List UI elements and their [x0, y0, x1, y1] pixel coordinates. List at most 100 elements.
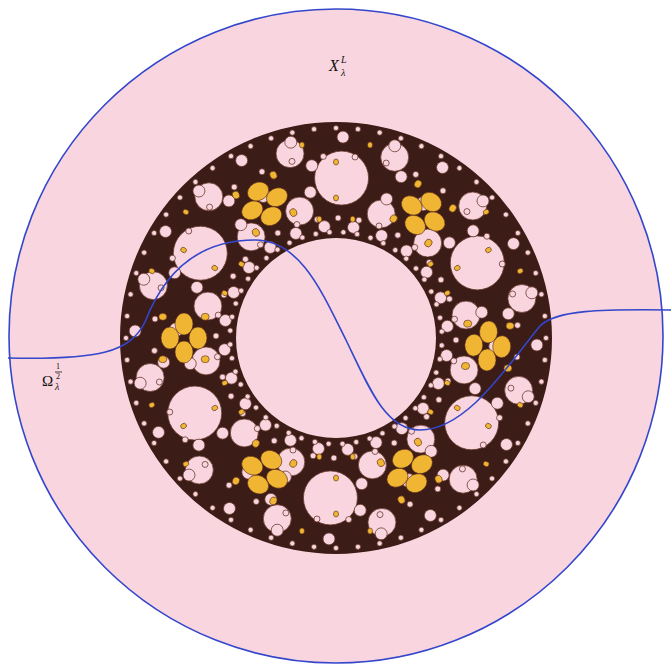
- carpet-hole: [259, 169, 265, 175]
- fatou-component: [201, 313, 209, 320]
- fatou-component: [376, 457, 386, 467]
- carpet-hole: [233, 369, 238, 374]
- carpet-hole: [437, 357, 442, 362]
- carpet-hole: [476, 306, 488, 318]
- fatou-component: [231, 476, 241, 486]
- fraction-denominator: 2: [56, 373, 60, 381]
- carpet-hole: [450, 356, 478, 384]
- carpet-hole: [377, 541, 382, 546]
- carpet-hole: [207, 204, 213, 210]
- carpet-hole: [228, 393, 234, 399]
- carpet-hole: [151, 348, 157, 354]
- carpet-hole: [156, 379, 162, 385]
- carpet-hole: [231, 184, 237, 190]
- carpet-hole: [413, 406, 418, 411]
- carpet-hole: [202, 461, 208, 467]
- fatou-component: [413, 437, 423, 447]
- fatou-component: [257, 447, 285, 473]
- carpet-hole: [306, 160, 318, 172]
- carpet-hole: [368, 235, 373, 240]
- subscript: λ: [55, 382, 59, 392]
- carpet-hole: [160, 225, 172, 237]
- carpet-hole: [419, 527, 424, 532]
- carpet-hole: [177, 476, 182, 481]
- carpet-hole: [484, 233, 490, 239]
- carpet-hole: [323, 533, 335, 545]
- carpet-hole: [274, 423, 279, 428]
- carpet-hole: [215, 312, 221, 318]
- carpet-hole: [383, 160, 389, 166]
- carpet-hole: [248, 144, 253, 149]
- carpet-hole: [474, 179, 479, 184]
- carpet-hole: [248, 527, 253, 532]
- carpet-hole: [358, 451, 386, 479]
- carpet-hole: [294, 222, 300, 228]
- carpet-hole: [217, 427, 229, 439]
- carpet-hole: [542, 357, 547, 362]
- carpet-hole: [453, 337, 459, 343]
- carpet-hole: [239, 398, 251, 410]
- carpet-hole: [346, 517, 352, 523]
- carpet-hole: [500, 439, 512, 451]
- carpet-hole: [355, 127, 360, 132]
- carpet-hole: [152, 230, 157, 235]
- carpet-hole: [450, 236, 504, 290]
- carpet-hole: [228, 328, 233, 333]
- fatou-component: [251, 438, 261, 448]
- fatou-component: [350, 454, 355, 460]
- carpet-hole: [452, 301, 480, 329]
- carpet-hole: [497, 415, 503, 421]
- fatou-component: [427, 408, 435, 415]
- fatou-component: [268, 496, 278, 506]
- carpet-hole: [356, 217, 362, 223]
- carpet-hole: [525, 250, 530, 255]
- carpet-hole: [333, 125, 338, 130]
- carpet-hole: [421, 266, 433, 278]
- fatou-component: [448, 203, 458, 214]
- carpet-hole: [422, 277, 427, 282]
- carpet-hole: [503, 459, 508, 464]
- carpet-hole: [193, 185, 205, 197]
- fatou-component: [288, 207, 298, 217]
- carpet-hole: [238, 382, 243, 387]
- carpet-hole: [428, 383, 433, 388]
- carpet-hole: [533, 400, 538, 405]
- carpet-hole: [285, 136, 297, 148]
- fatou-component: [396, 495, 406, 505]
- carpet-hole: [286, 197, 314, 225]
- carpet-hole: [299, 436, 304, 441]
- carpet-hole: [412, 244, 418, 250]
- carpet-hole: [419, 144, 424, 149]
- carpet-hole: [314, 516, 320, 522]
- carpet-hole: [230, 273, 236, 279]
- fatou-component: [334, 195, 339, 201]
- carpet-hole: [381, 241, 386, 246]
- region-label: X: [329, 58, 339, 74]
- carpet-hole: [376, 223, 382, 229]
- carpet-hole: [393, 248, 398, 253]
- carpet-hole: [526, 287, 538, 299]
- fatou-component: [368, 528, 373, 534]
- carpet-hole: [508, 385, 514, 391]
- fatou-component: [334, 159, 339, 165]
- carpet-hole: [421, 395, 426, 400]
- carpet-hole: [233, 301, 238, 306]
- carpet-hole: [377, 130, 382, 135]
- carpet-hole: [404, 256, 409, 261]
- carpet-hole: [469, 383, 481, 395]
- carpet-hole: [355, 232, 360, 237]
- carpet-hole: [352, 154, 358, 160]
- carpet-hole: [134, 271, 139, 276]
- carpet-hole: [128, 379, 133, 384]
- carpet-ring: [120, 122, 552, 554]
- carpet-hole: [194, 292, 222, 320]
- carpet-hole: [464, 209, 470, 215]
- carpet-hole: [435, 486, 441, 492]
- fatou-component: [221, 289, 229, 296]
- carpet-hole: [304, 186, 316, 198]
- carpet-hole: [403, 415, 408, 420]
- carpet-hole: [229, 356, 234, 361]
- fatou-component: [211, 264, 219, 271]
- carpet-hole: [210, 166, 215, 171]
- fatou-component: [189, 327, 207, 349]
